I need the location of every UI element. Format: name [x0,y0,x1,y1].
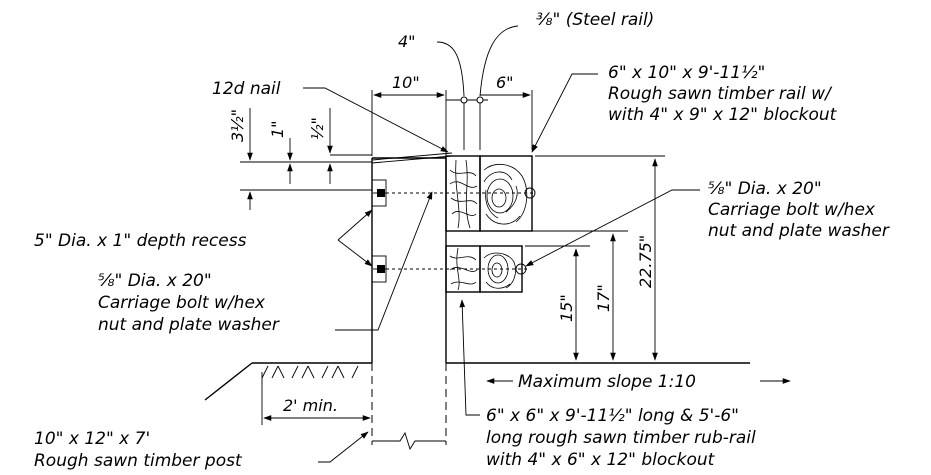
bolt-recess-upper [371,179,387,207]
label-bolt-right-line1: ⅝" Dia. x 20" [708,179,822,199]
dim-label-10in: 10" [392,73,420,92]
leader-lines [303,73,791,463]
upper-timber-rail [479,155,536,232]
bolt-recess-lower [371,255,387,283]
label-bolt-left-line1: ⅝" Dia. x 20" [98,271,212,291]
label-rubrail-line1: 6" x 6" x 9'-11½" long & 5'-6" [486,406,739,426]
label-bolt-left-line2: Carriage bolt w/hex [98,293,266,313]
dim-label-6in: 6" [496,73,514,92]
label-recess: 5" Dia. x 1" depth recess [34,231,247,251]
label-bolt-right-line2: Carriage bolt w/hex [708,200,876,220]
dim-label-1in: 1" [268,120,287,138]
label-steel-rail: ⅜" (Steel rail) [536,10,654,30]
dimension-2ft-min [261,372,371,425]
label-post-line2: Rough sawn timber post [34,451,243,471]
dim-label-4in: 4" [398,32,416,51]
dim-label-2ft-min: 2' min. [283,396,338,415]
dimension-heights [525,155,665,361]
label-rail-line2: Rough sawn timber rail w/ [608,84,833,104]
label-bolt-left-line3: nut and plate washer [98,315,280,335]
label-rail-line3: with 4" x 9" x 12" blockout [608,105,838,125]
dim-label-22-75in: 22.75" [636,235,655,288]
dim-label-3-5in: 3½" [228,109,247,142]
dim-label-half-in: ½" [308,117,327,140]
label-12d-nail: 12d nail [212,79,281,99]
label-rail-line1: 6" x 10" x 9'-11½" [608,63,765,83]
dim-label-15in: 15" [557,294,576,322]
dimension-top-offsets [240,108,372,210]
timber-post [371,152,453,451]
label-rubrail-line2: long rough sawn timber rub-rail [486,428,756,448]
dim-label-17in: 17" [594,284,613,312]
dimension-10in [371,90,447,156]
upper-blockout [445,155,481,232]
dimension-6in [480,90,533,150]
lower-blockout [445,245,481,293]
lower-rub-rail [479,245,527,293]
label-rubrail-line3: with 4" x 6" x 12" blockout [486,450,716,470]
label-max-slope: Maximum slope 1:10 [518,372,696,392]
label-post-line1: 10" x 12" x 7' [34,429,150,449]
dimension-4in-and-steel-rail [436,25,519,150]
label-bolt-right-line3: nut and plate washer [708,221,890,241]
ground-line [204,362,750,401]
